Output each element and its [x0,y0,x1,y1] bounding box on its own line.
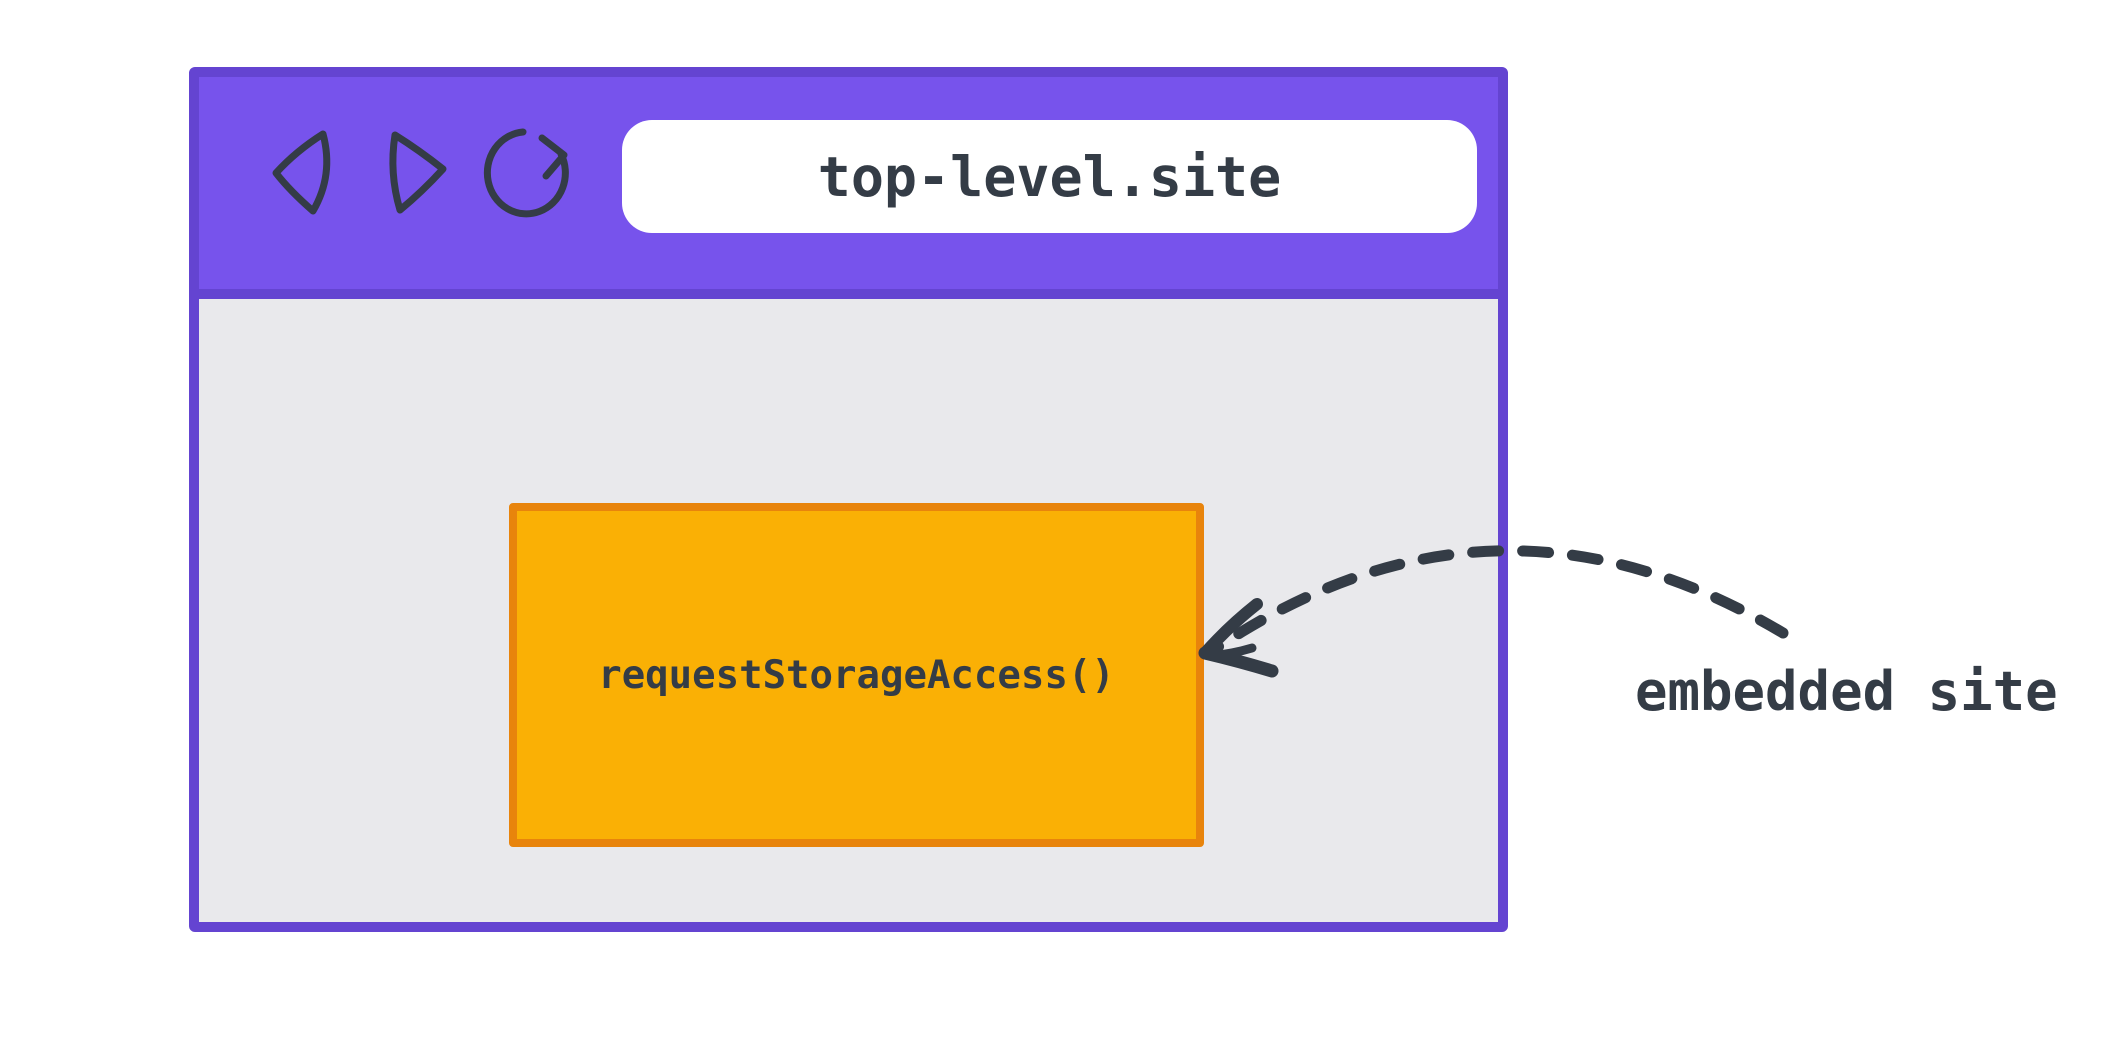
browser-window: top-level.site requestStorageAccess() [189,67,1508,932]
address-bar: top-level.site [622,120,1477,233]
url-text: top-level.site [817,144,1282,209]
browser-toolbar: top-level.site [199,77,1498,299]
embedded-iframe-box: requestStorageAccess() [509,503,1204,847]
embedded-site-label: embedded site [1635,660,2058,723]
iframe-api-call-label: requestStorageAccess() [598,652,1115,698]
back-icon [272,130,331,215]
reload-icon [483,128,569,218]
forward-icon [389,131,447,214]
